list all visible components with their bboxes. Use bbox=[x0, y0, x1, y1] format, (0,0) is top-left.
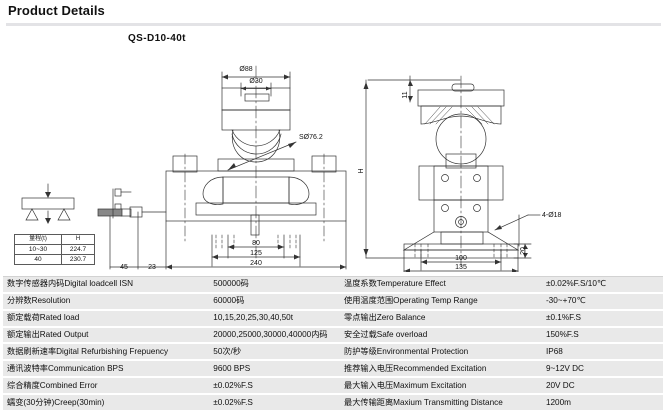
spec-key: 最大传输距离Maxium Transmitting Distance bbox=[338, 393, 542, 412]
spec-key: 数据刷新速率Digital Refurbishing Frepuency bbox=[3, 342, 210, 362]
spec-key: 额定输出Rated Output bbox=[3, 326, 210, 345]
spec-value: ±0.02%F.S bbox=[209, 376, 338, 396]
spec-value: ±0.02%F.S bbox=[209, 393, 338, 412]
dim-side-5: 135 bbox=[455, 264, 467, 271]
spec-row: 零点输出Zero Balance±0.1%F.S bbox=[338, 309, 663, 328]
dim-front-2: SØ76.2 bbox=[299, 134, 323, 141]
spec-row: 使用温度范围Operating Temp Range-30~+70℃ bbox=[338, 292, 663, 311]
spec-value: 20V DC bbox=[541, 376, 663, 396]
page-title: Product Details bbox=[8, 3, 105, 18]
spec-key: 通讯波特率Communication BPS bbox=[3, 359, 210, 379]
h-value: 224.7 bbox=[61, 244, 95, 255]
range-table-header-range: 量程(t) bbox=[14, 234, 62, 245]
spec-value: 60000码 bbox=[209, 292, 338, 311]
spec-key: 最大输入电压Maximum Excitation bbox=[338, 376, 542, 396]
front-view bbox=[97, 65, 347, 270]
range-value: 40 bbox=[14, 254, 62, 265]
spec-key: 综合精度Combined Error bbox=[3, 376, 210, 396]
dim-front-4: 125 bbox=[250, 250, 262, 257]
spec-row: 综合精度Combined Error±0.02%F.S bbox=[3, 376, 338, 396]
product-drawing: QS-D10-40t bbox=[0, 26, 666, 272]
spec-key: 数字传感器内码Digital loadcell ISN bbox=[3, 275, 210, 294]
spec-value: 9600 BPS bbox=[209, 359, 338, 379]
spec-value: 9~12V DC bbox=[541, 359, 663, 379]
spec-value: ±0.1%F.S bbox=[541, 309, 663, 328]
spec-row: 温度系数Temperature Effect±0.02%F.S/10℃ bbox=[338, 275, 663, 294]
title-divider bbox=[6, 23, 661, 26]
h-value: 230.7 bbox=[61, 254, 95, 265]
dim-side-1: H bbox=[358, 168, 365, 173]
spec-value: 20000,25000,30000,40000内码 bbox=[209, 326, 338, 345]
dim-front-0: Ø88 bbox=[239, 66, 252, 73]
dim-front-7: 23 bbox=[148, 264, 156, 271]
spec-key: 温度系数Temperature Effect bbox=[338, 275, 542, 294]
spec-value: -30~+70℃ bbox=[541, 292, 663, 311]
dim-front-1: Ø30 bbox=[249, 78, 262, 85]
spec-value: 1200m bbox=[541, 393, 663, 412]
dim-front-3: 80 bbox=[252, 240, 260, 247]
spec-value: 10,15,20,25,30,40,50t bbox=[209, 309, 338, 328]
range-height-table: 量程(t) H 10~30 224.7 40 230.7 bbox=[14, 234, 95, 265]
spec-key: 零点输出Zero Balance bbox=[338, 309, 542, 328]
spec-key: 额定载荷Rated load bbox=[3, 309, 210, 328]
spec-row: 蠕变(30分钟)Creep(30min)±0.02%F.S bbox=[3, 393, 338, 412]
spec-value: ±0.02%F.S/10℃ bbox=[541, 275, 663, 294]
spec-key: 分辨数Resolution bbox=[3, 292, 210, 311]
range-table-row: 10~30 224.7 bbox=[14, 244, 95, 255]
dim-front-5: 240 bbox=[250, 260, 262, 267]
spec-key: 蠕变(30分钟)Creep(30min) bbox=[3, 393, 210, 412]
range-value: 10~30 bbox=[14, 244, 62, 255]
technical-drawing-svg: Ø88 Ø30 SØ76.2 80 125 240 45 23 11 H 4-Ø… bbox=[21, 65, 562, 272]
spec-table-right: 温度系数Temperature Effect±0.02%F.S/10℃ 使用温度… bbox=[338, 275, 663, 412]
dim-front-6: 45 bbox=[120, 264, 128, 271]
range-table-header-h: H bbox=[61, 234, 95, 245]
dim-side-4: 100 bbox=[455, 255, 467, 262]
range-table-header-row: 量程(t) H bbox=[14, 234, 95, 245]
spec-value: 150%F.S bbox=[541, 326, 663, 345]
model-number-label: QS-D10-40t bbox=[128, 33, 186, 44]
spec-value: 50次/秒 bbox=[209, 342, 338, 362]
dim-side-2: 4-Ø18 bbox=[542, 212, 562, 219]
range-table-row: 40 230.7 bbox=[14, 254, 95, 265]
spec-key: 推荐输入电压Recommended Excitation bbox=[338, 359, 542, 379]
spec-key: 使用温度范围Operating Temp Range bbox=[338, 292, 542, 311]
spec-key: 防护等级Environmental Protection bbox=[338, 342, 542, 362]
spec-value: IP68 bbox=[541, 342, 663, 362]
dim-side-3: 20 bbox=[520, 247, 527, 255]
dim-side-0: 11 bbox=[402, 91, 409, 98]
spec-value: 500000码 bbox=[209, 275, 338, 294]
side-view bbox=[363, 75, 541, 272]
spec-key: 安全过载Safe overload bbox=[338, 326, 542, 345]
beam-sketch bbox=[21, 183, 75, 224]
